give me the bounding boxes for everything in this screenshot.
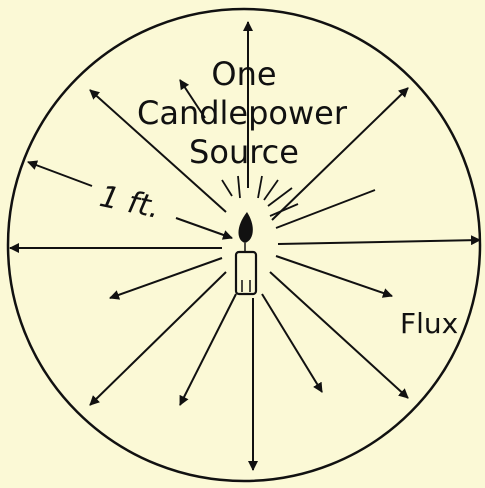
flux-ray-lower-left-near xyxy=(180,294,236,405)
source-label-line3: Source xyxy=(189,133,299,171)
candle xyxy=(236,212,256,294)
flux-label: Flux xyxy=(400,307,458,340)
source-label-line2: Candlepower xyxy=(137,94,348,132)
flux-ray-lower-right-far xyxy=(270,272,408,398)
flux-ray-right xyxy=(278,240,480,244)
flux-ray-lower-left-far xyxy=(90,272,226,405)
flux-ray-right-lower xyxy=(276,256,392,296)
source-label-line1: One xyxy=(211,55,276,93)
candle-body xyxy=(236,252,256,294)
flux-ray-lower-right-near xyxy=(262,294,322,392)
radius-label: 1 ft. xyxy=(96,179,162,226)
radius-pointer-arrow xyxy=(176,218,232,238)
radius-left-arrow xyxy=(28,162,92,186)
candle-flame xyxy=(238,212,252,243)
